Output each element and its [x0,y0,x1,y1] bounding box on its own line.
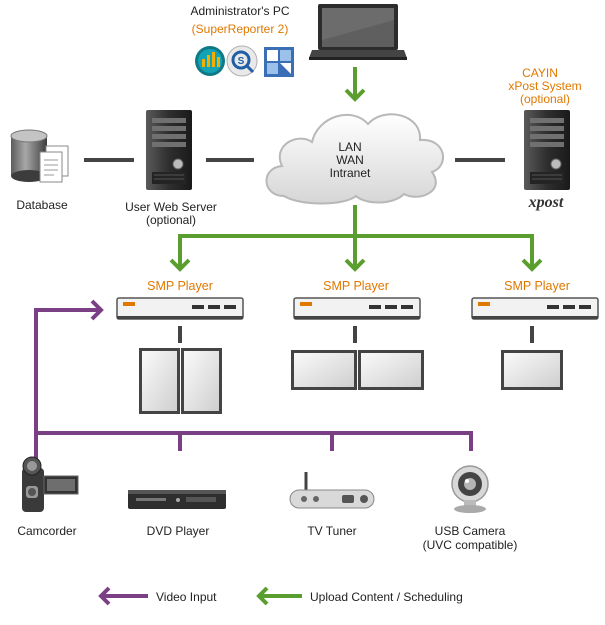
video-input-legend-arrow [98,586,148,606]
portrait-display-pair [139,348,222,414]
xpost-logo: xpost [528,194,564,211]
camcorder-icon [22,456,79,512]
smp-player-label-3: SMP Player [504,279,570,293]
tv-tuner-icon [289,472,375,509]
database-label: Database [16,198,68,212]
svg-text:S: S [238,56,245,67]
legend-video-input: Video Input [156,590,217,604]
dvd-player-icon [128,490,226,509]
usb-camera-label: USB Camera [434,524,506,538]
xpost-label-system: xPost System [508,79,582,93]
cloud-label-wan: WAN [336,153,364,167]
xpost-label-optional: (optional) [519,92,571,106]
admin-pc-title: Administrator's PC [190,4,290,18]
smp-player-device-1 [116,297,244,320]
server-connections [84,158,534,343]
upload-connections [169,67,543,272]
dvd-player-label: DVD Player [146,524,210,538]
chart-app-icon [195,46,225,76]
smp-player-label-1: SMP Player [147,279,213,293]
cloud-icon [265,113,444,205]
web-server-optional: (optional) [145,213,197,227]
smp-player-device-3 [471,297,599,320]
single-display [501,350,563,390]
web-server-label: User Web Server [125,200,217,214]
landscape-display-pair [291,350,424,390]
cloud-label-lan: LAN [338,140,362,154]
legend-upload: Upload Content / Scheduling [310,590,463,604]
usb-camera-sub: (UVC compatible) [422,538,518,552]
tv-tuner-label: TV Tuner [307,524,357,538]
upload-legend-arrow [256,586,302,606]
database-icon [10,129,69,183]
search-app-icon: S [226,45,258,77]
video-input-connections [34,299,473,460]
smp-player-device-2 [293,297,421,320]
xpost-server-icon [524,110,570,190]
web-server-icon [146,110,192,190]
smp-player-label-2: SMP Player [323,279,389,293]
schedule-app-icon [264,47,294,77]
usb-camera-icon [451,465,489,513]
xpost-label-cayin: CAYIN [522,66,558,80]
laptop-icon [309,4,407,60]
admin-pc-subtitle: (SuperReporter 2) [191,22,289,36]
camcorder-label: Camcorder [17,524,77,538]
cloud-label-intranet: Intranet [329,166,371,180]
